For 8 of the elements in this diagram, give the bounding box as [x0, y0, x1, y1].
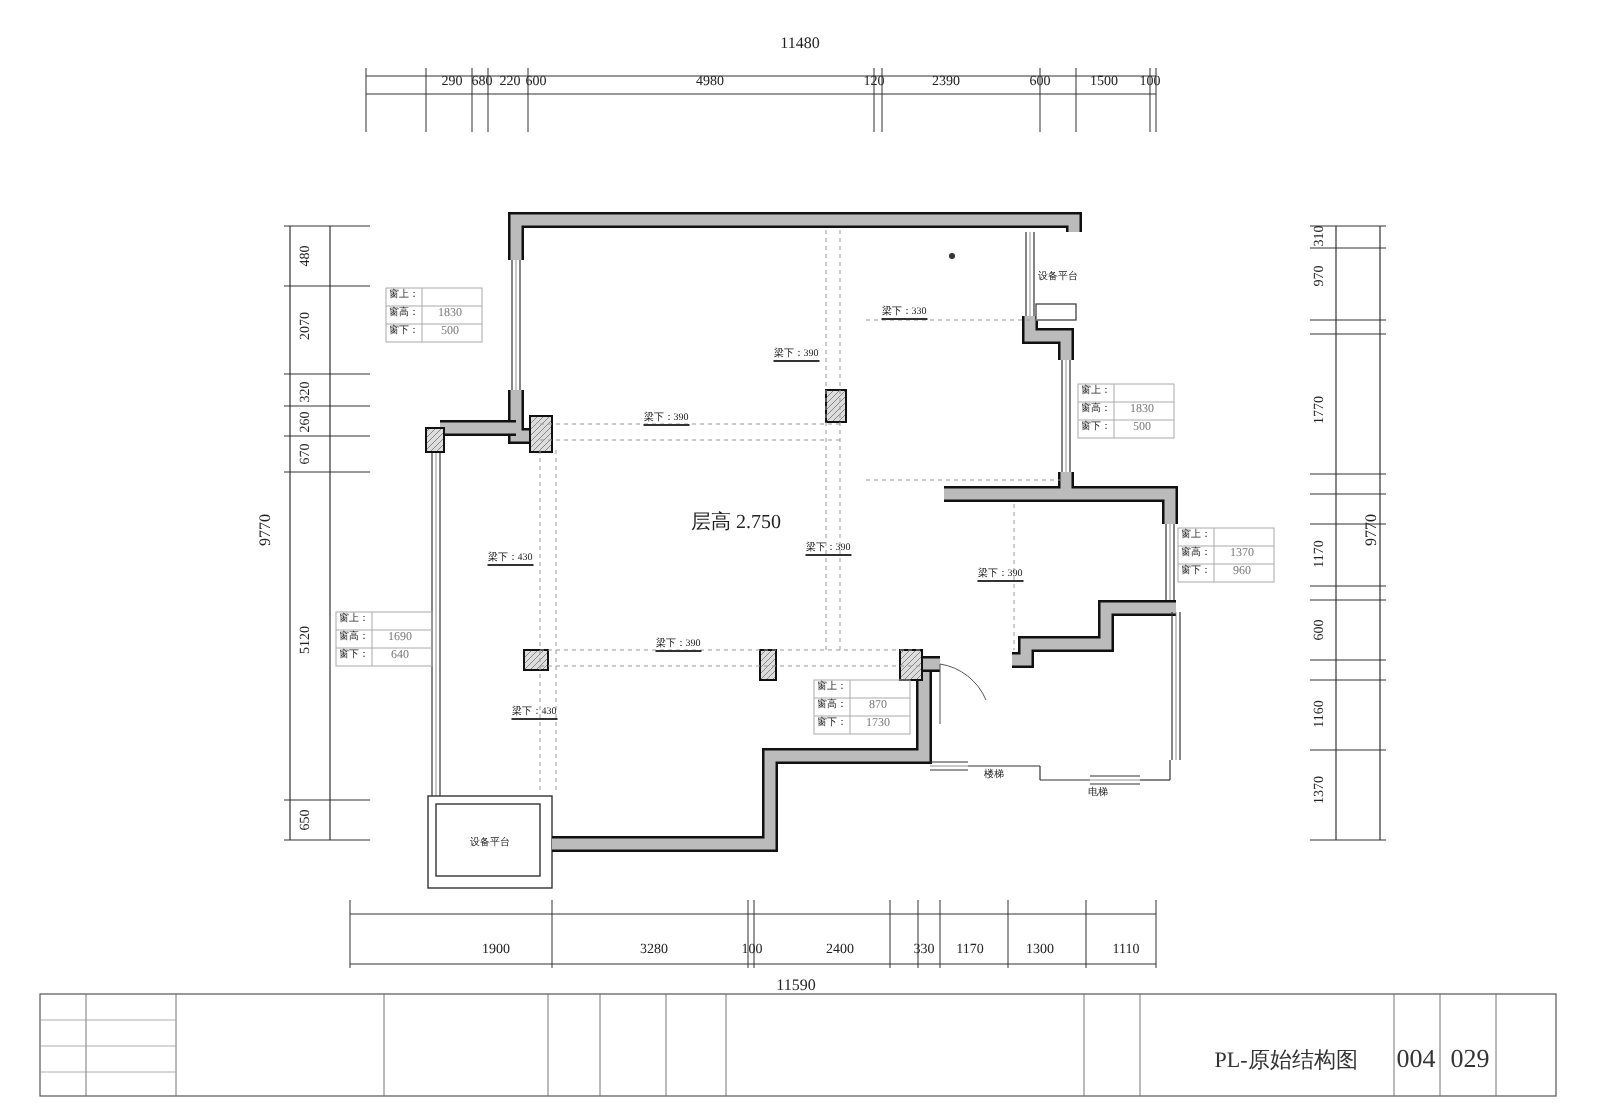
dimension-text: 11480	[780, 36, 820, 52]
dimension-text: 9770	[258, 514, 274, 546]
dimension-text: 9770	[1364, 514, 1380, 546]
sheet-number: 004	[1396, 1045, 1436, 1071]
drawing-title: PL-原始结构图	[1214, 1051, 1358, 1073]
sheet-number: 029	[1450, 1045, 1490, 1071]
dimension-text: 11590	[776, 978, 816, 994]
ceiling-height-label: 层高 2.750	[691, 514, 781, 534]
